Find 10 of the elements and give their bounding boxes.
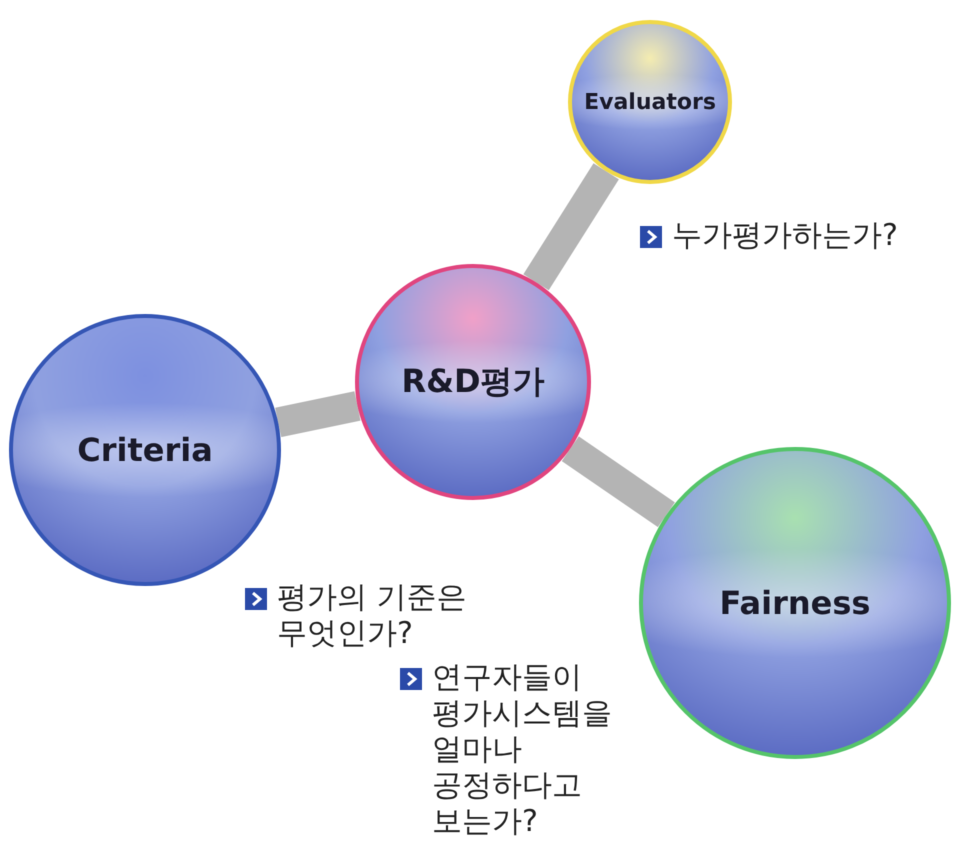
sphere-label: R&D평가	[401, 361, 545, 402]
connector-bar	[562, 436, 675, 528]
sphere-label: Evaluators	[584, 90, 716, 114]
question-text: 평가의 기준은 무엇인가?	[277, 580, 468, 652]
connector-bar	[275, 391, 361, 438]
connector-bar	[523, 163, 619, 290]
sphere-label: Fairness	[720, 584, 870, 622]
question-text: 연구자들이 평가시스템을 얼마나 공정하다고 보는가?	[432, 660, 613, 840]
sphere-label: Criteria	[77, 431, 213, 469]
question-text: 누가평가하는가?	[672, 218, 898, 254]
